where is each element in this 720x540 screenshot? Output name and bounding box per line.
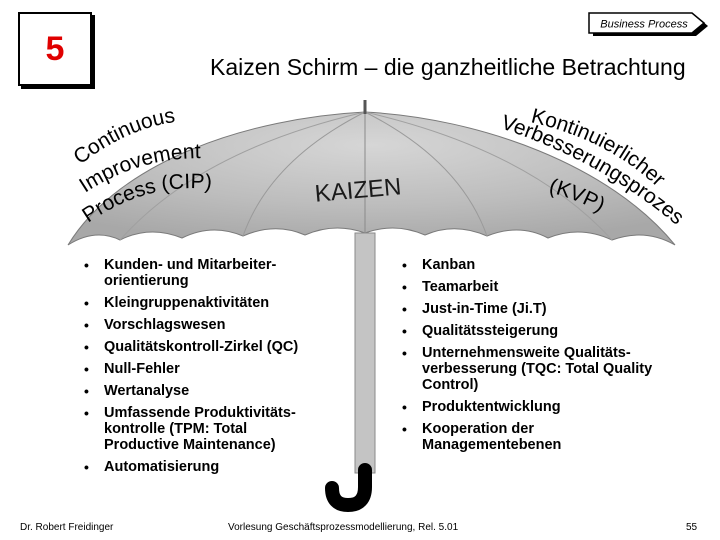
list-item: Qualitätssteigerung (400, 323, 660, 339)
slide-number-box: 5 (18, 12, 92, 86)
list-item: Teamarbeit (400, 279, 660, 295)
badge-arrow-icon: Business Process (588, 12, 708, 36)
list-item: Automatisierung (82, 459, 322, 475)
list-item: Vorschlagswesen (82, 317, 322, 333)
list-item: Qualitätskontroll-Zirkel (QC) (82, 339, 322, 355)
footer-page-number: 55 (686, 522, 698, 533)
list-item: Wertanalyse (82, 383, 322, 399)
slide-number: 5 (45, 29, 65, 68)
right-item-list: Kanban Teamarbeit Just-in-Time (Ji.T) Qu… (400, 257, 660, 459)
list-item: Unternehmensweite Qualitäts-verbesserung… (400, 345, 660, 393)
business-process-badge: Business Process (586, 10, 710, 43)
list-item: Null-Fehler (82, 361, 322, 377)
list-item: Kooperation der Managementebenen (400, 421, 660, 453)
umbrella-shaft (354, 232, 376, 474)
list-item: Just-in-Time (Ji.T) (400, 301, 660, 317)
footer-course: Vorlesung Geschäftsprozessmodellierung, … (228, 522, 459, 533)
page-title: Kaizen Schirm – die ganzheitliche Betrac… (210, 54, 686, 80)
list-item: Umfassende Produktivitäts-kontrolle (TPM… (82, 405, 322, 453)
umbrella-handle (325, 463, 372, 513)
list-item: Kleingruppenaktivitäten (82, 295, 322, 311)
badge-label: Business Process (600, 19, 688, 31)
left-item-list: Kunden- und Mitarbeiter-orientierung Kle… (82, 257, 322, 481)
footer-author: Dr. Robert Freidinger (20, 522, 114, 533)
list-item: Produktentwicklung (400, 399, 660, 415)
list-item: Kanban (400, 257, 660, 273)
list-item: Kunden- und Mitarbeiter-orientierung (82, 257, 322, 289)
